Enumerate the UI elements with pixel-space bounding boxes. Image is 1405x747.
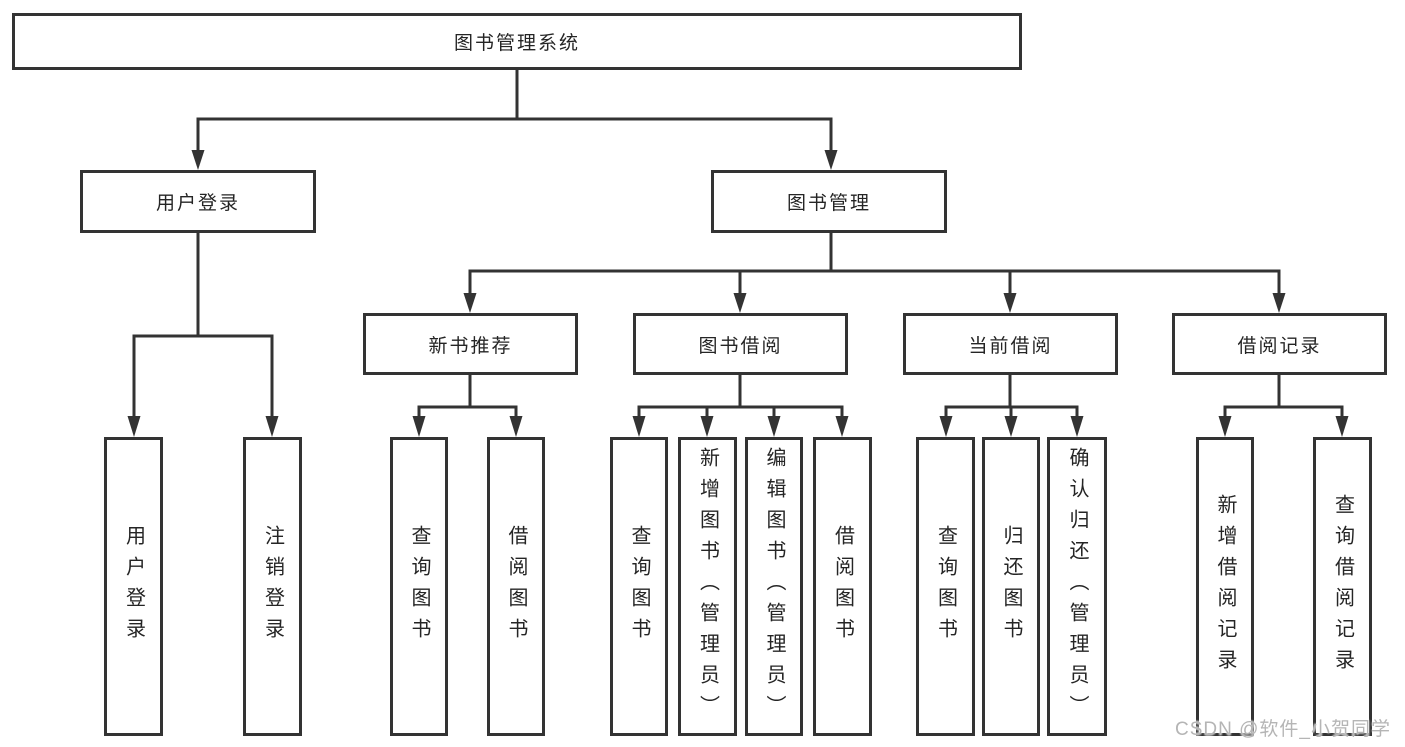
leaf-label: 借阅图书	[831, 524, 854, 649]
connector-borrow-records-children	[1218, 375, 1349, 437]
leaf-label: 确认归还（管理员）	[1066, 447, 1088, 726]
node-label: 当前借阅	[968, 335, 1053, 357]
csdn-watermark: CSDN @软件_小贺同学	[1175, 719, 1391, 740]
connector-book-borrow-children	[632, 375, 849, 437]
connector-current-borrow-children	[939, 375, 1084, 437]
leaf-label: 注销登录	[261, 524, 284, 649]
node-current-borrow: 当前借阅	[903, 313, 1118, 375]
connector-user-login-children	[127, 233, 279, 437]
node-label: 借阅记录	[1237, 335, 1322, 357]
leaf-label: 编辑图书（管理员）	[763, 447, 785, 726]
leaf-label: 查询借阅记录	[1331, 493, 1354, 680]
node-book-borrow: 图书借阅	[633, 313, 848, 375]
leaf-label: 新增借阅记录	[1214, 493, 1236, 680]
node-label: 图书管理系统	[453, 33, 580, 54]
node-user-login: 用户登录	[80, 170, 316, 233]
leaf-return-books: 归还图书	[982, 437, 1040, 736]
node-label: 图书借阅	[698, 335, 783, 357]
leaf-edit-books-admin: 编辑图书（管理员）	[745, 437, 803, 736]
leaf-label: 查询图书	[408, 524, 430, 649]
leaf-add-books-admin: 新增图书（管理员）	[678, 437, 737, 736]
leaf-query-borrow-record: 查询借阅记录	[1313, 437, 1372, 736]
node-borrow-records: 借阅记录	[1172, 313, 1387, 375]
node-label: 新书推荐	[428, 335, 513, 357]
node-label: 图书管理	[786, 193, 871, 214]
leaf-add-borrow-record: 新增借阅记录	[1196, 437, 1254, 736]
leaf-label: 归还图书	[1000, 524, 1022, 649]
leaf-label: 用户登录	[122, 524, 145, 649]
leaf-confirm-return-admin: 确认归还（管理员）	[1047, 437, 1107, 736]
node-book-management: 图书管理	[711, 170, 947, 233]
leaf-logout: 注销登录	[243, 437, 302, 736]
leaf-label: 查询图书	[628, 524, 650, 649]
leaf-query-books-current: 查询图书	[916, 437, 975, 736]
leaf-query-books-borrow: 查询图书	[610, 437, 668, 736]
leaf-query-books-recommend: 查询图书	[390, 437, 448, 736]
leaf-user-login: 用户登录	[104, 437, 163, 736]
connector-root-to-level2	[191, 70, 838, 170]
leaf-label: 借阅图书	[505, 524, 527, 649]
leaf-borrow-books-recommend: 借阅图书	[487, 437, 545, 736]
connector-book-management-to-level3	[463, 233, 1286, 313]
leaf-label: 新增图书（管理员）	[696, 447, 719, 726]
node-new-book-recommend: 新书推荐	[363, 313, 578, 375]
connector-new-book-children	[412, 375, 523, 437]
leaf-borrow-books: 借阅图书	[813, 437, 872, 736]
node-label: 用户登录	[155, 193, 240, 214]
node-root: 图书管理系统	[12, 13, 1022, 70]
leaf-label: 查询图书	[934, 524, 957, 649]
